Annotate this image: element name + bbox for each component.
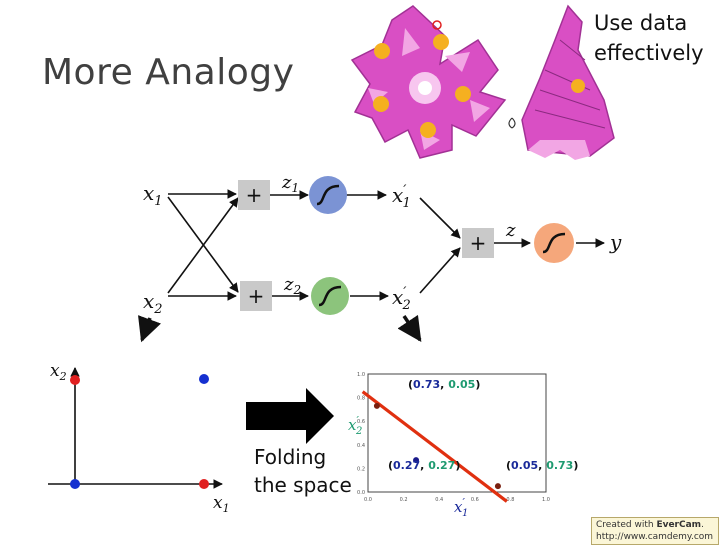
plus-sign-2: +	[248, 284, 265, 308]
hidden-x2-label: x′2	[392, 285, 411, 313]
x-tick-label: 0.6	[471, 497, 479, 503]
left-y-axis-label: x2	[50, 361, 67, 383]
left-point-red-right	[199, 479, 209, 489]
folding-caption: Folding the space	[254, 443, 352, 499]
x-tick-label: 0.8	[506, 497, 514, 503]
evercam-watermark[interactable]: Created with EverCam. http://www.camdemy…	[591, 517, 719, 545]
neuron-1	[309, 176, 347, 214]
chart-frame	[367, 373, 547, 493]
scatter-point	[494, 483, 501, 490]
scatter-point	[373, 402, 380, 409]
y-tick-label: 0.0	[357, 490, 365, 496]
z1-label: z1	[281, 172, 299, 195]
watermark-suffix: .	[701, 520, 704, 530]
adder-box-out	[462, 228, 494, 258]
x-tick-label: 1.0	[542, 497, 550, 503]
left-x-axis-label: x1	[213, 493, 230, 515]
right-scatter-chart: 0.0 0.2 0.4 0.6 0.8 1.0 0.0 0.2 0.4 0.6 0.8 1.0 (0.7…	[348, 372, 578, 519]
watermark-prefix: Created with	[596, 520, 657, 530]
callout-line-1: Use data	[594, 11, 688, 35]
left-point-blue-top	[199, 374, 209, 384]
point-label: (0.73, 0.05)	[408, 378, 480, 391]
plus-sign-1: +	[246, 183, 263, 207]
y-tick-label: 0.2	[357, 466, 365, 472]
y-tick-label: 0.6	[357, 419, 365, 425]
fold-arrow	[246, 388, 334, 444]
left-plot: x2 x1	[48, 361, 230, 515]
output-y-label: y	[609, 230, 622, 254]
folding-line-2: the space	[254, 473, 352, 497]
watermark-url[interactable]: http://www.camdemy.com	[596, 532, 714, 542]
y-tick-label: 0.4	[357, 443, 365, 449]
hidden-x1-label: x′1	[392, 183, 411, 211]
adder-box-1	[238, 180, 270, 210]
down-arrow-right	[397, 314, 422, 343]
callout-text: Use data effectively	[594, 8, 704, 68]
down-arrow-left	[138, 315, 162, 343]
x-tick-label: 0.2	[400, 497, 408, 503]
right-y-axis-label: x′2	[348, 414, 362, 437]
paper-flower-illustration	[350, 5, 507, 159]
left-point-red-top	[70, 375, 80, 385]
left-point-blue-origin	[70, 479, 80, 489]
slide-title: More Analogy	[42, 52, 295, 93]
input-x2-label: x2	[143, 289, 163, 317]
plus-sign-out: +	[470, 231, 487, 255]
point-label: (0.27, 0.27)	[388, 459, 460, 472]
callout-line-2: effectively	[594, 41, 704, 65]
z2-label: z2	[283, 274, 301, 297]
neuron-2	[311, 277, 349, 315]
network-diagram	[167, 189, 605, 301]
x-tick-label: 0.0	[364, 497, 372, 503]
scatter-point	[413, 457, 420, 464]
neuron-out	[534, 223, 574, 263]
y-tick-label: 1.0	[357, 372, 365, 378]
right-x-axis-label: x′1	[454, 496, 468, 519]
separating-line	[361, 390, 508, 503]
y-tick-label: 0.8	[357, 396, 365, 402]
x-tick-label: 0.4	[435, 497, 443, 503]
point-label: (0.05, 0.73)	[506, 459, 578, 472]
input-x1-label: x1	[143, 181, 163, 209]
adder-box-2	[240, 281, 272, 311]
final-z-label: z	[505, 220, 516, 241]
folding-line-1: Folding	[254, 445, 327, 469]
watermark-brand: EverCam	[656, 520, 702, 530]
paper-cone-illustration	[508, 4, 615, 160]
